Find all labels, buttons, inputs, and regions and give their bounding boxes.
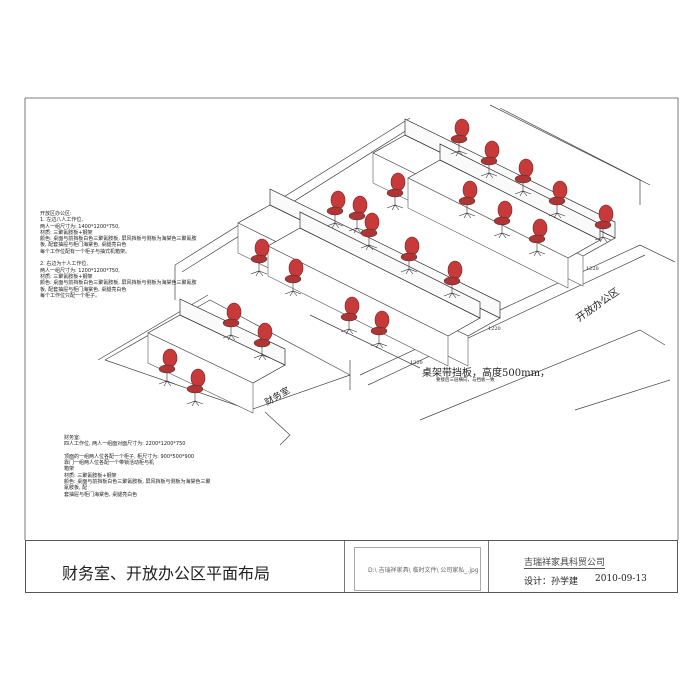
chair-base [158,373,176,387]
chair-base [370,335,388,349]
chair-base [548,205,566,219]
chair-base [450,143,468,157]
chair-back [226,302,242,322]
chair-base [284,283,302,297]
chair-back [352,195,368,215]
chair-back [162,348,178,368]
chair-seat [548,196,566,206]
chair-seat [594,220,612,230]
panel-height-note: 桌架带挡板，高度500mm， [422,368,551,379]
date: 2010-09-13 [595,574,647,584]
chair-base [594,229,612,243]
screen-panel [179,298,286,366]
chair-seat [528,234,546,244]
chair-seat [326,206,344,216]
company-name: 吉瑞祥家具科贸公司 [524,555,606,569]
image-path: D:\ 吉瑞祥家具\ 临时文件\ 公司家私_.jpg [368,567,479,574]
drawing-title: 财务室、开放办公区平面布局 [62,564,271,583]
chair-seat [386,188,404,198]
chair-seat [458,196,476,206]
chair-back [344,296,360,316]
chair-base [250,263,268,277]
chair-base [386,197,404,211]
chair-back [254,238,270,258]
finance-room-notes: 财务室: 四人工作位, 两人一组面对面尺寸为: 2200*1200*750 顶面… [64,435,211,498]
chair-seat [158,364,176,374]
desk-front [407,177,569,289]
chair-seat [450,134,468,144]
chair-base [443,285,461,299]
chair-back [330,190,346,210]
chair-base [348,220,366,234]
chair-seat [348,211,366,221]
chair-back [447,260,463,280]
screen-panel [299,211,481,319]
chair-base [360,237,378,251]
divider [344,541,345,592]
chair-seat [186,384,204,394]
chair-back [462,180,478,200]
chair-base [253,347,271,361]
chair-back [532,218,548,238]
chair-back [497,200,513,220]
chair-base [493,225,511,239]
dimension-label: 1220 [488,326,501,332]
divider [488,541,489,592]
chair-back [190,368,206,388]
chair-base [340,321,358,335]
chair-base [480,165,498,179]
chair-back [404,236,420,256]
chair-seat [360,228,378,238]
chair-back [288,258,304,278]
chair-base [528,243,546,257]
chair-seat [340,312,358,322]
chair-seat [443,276,461,286]
chair-seat [250,254,268,264]
chair-seat [480,156,498,166]
chair-back [484,140,500,160]
dimension-label: 1220 [410,360,423,366]
chair-back [518,158,534,178]
designer: 设计：孙学建 [524,577,579,587]
dimension-label: 1220 [586,266,599,272]
chair-back [598,204,614,224]
chair-seat [400,252,418,262]
chair-base [326,215,344,229]
chair-back [374,310,390,330]
chair-base [400,261,418,275]
chair-seat [222,318,240,328]
chair-seat [253,338,271,348]
chair-back [390,172,406,192]
chair-seat [493,216,511,226]
open-office-notes: 开放区办公区: 1. 左边八人工作位, 两人一组尺寸为: 1400*1200*7… [40,211,197,299]
chair-back [364,212,380,232]
chair-base [514,183,532,197]
chair-base [458,205,476,219]
chair-back [454,118,470,138]
image-reference-box: D:\ 吉瑞祥家具\ 临时文件\ 公司家私_.jpg [354,547,481,591]
chair-seat [370,326,388,336]
chair-seat [284,274,302,284]
title-block: 财务室、开放办公区平面布局 D:\ 吉瑞祥家具\ 临时文件\ 公司家私_.jpg… [25,540,678,593]
chair-back [552,180,568,200]
panel-subnote: 要接后三层横向，与挡板一致 [436,378,495,383]
chair-back [257,322,273,342]
room-walls [97,104,676,446]
chair-base [186,393,204,407]
chair-base [222,327,240,341]
chair-seat [514,174,532,184]
